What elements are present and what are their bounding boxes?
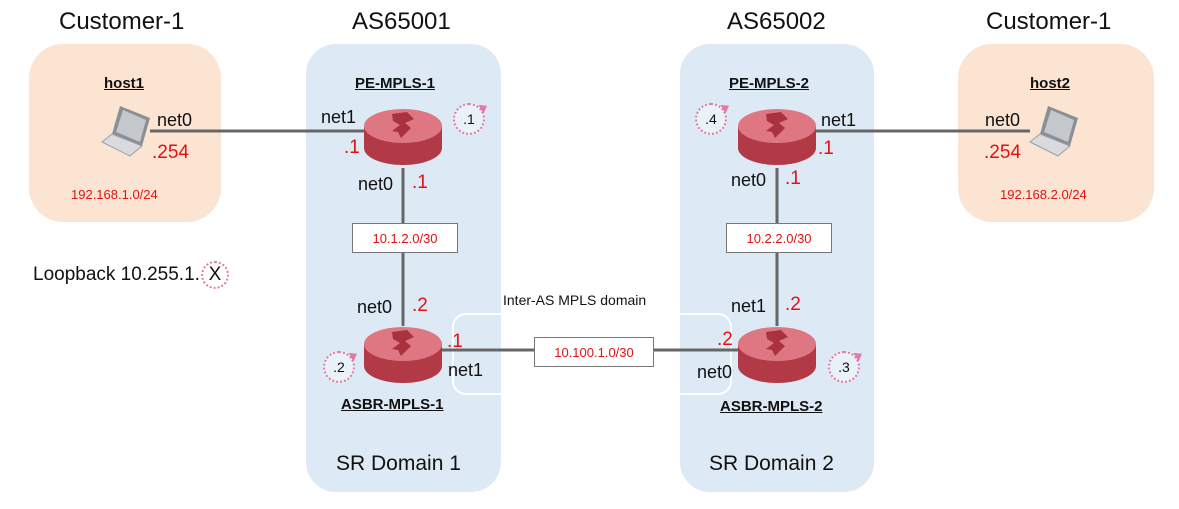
left-customer-title: Customer-1 <box>59 8 185 35</box>
router-icon[interactable] <box>736 322 818 388</box>
pe-mpls-2-loopback-badge: .4 <box>695 103 727 135</box>
as65001-title: AS65001 <box>352 8 451 35</box>
host1-label: host1 <box>104 75 145 92</box>
laptop-icon[interactable] <box>100 102 156 160</box>
pe-mpls-2-net0-label: net0 <box>731 170 767 190</box>
pe-mpls-1-net0-octet: .1 <box>412 172 428 193</box>
asbr-mpls-1-net0-octet: .2 <box>412 295 428 316</box>
asbr-mpls-2-net1-label: net1 <box>731 296 767 316</box>
inter-as-link-subnet: 10.100.1.0/30 <box>534 337 654 367</box>
asbr-mpls-1-net0-label: net0 <box>357 297 393 317</box>
host2-net0-octet: .254 <box>984 142 1021 163</box>
laptop-icon[interactable] <box>1028 102 1084 160</box>
pe-mpls-2-label: PE-MPLS-2 <box>729 75 810 92</box>
asbr-mpls-1-net1-octet: .1 <box>447 331 463 352</box>
pe-mpls-1-loopback-badge: .1 <box>453 103 485 135</box>
inter-as-domain-label: Inter-AS MPLS domain <box>503 292 647 308</box>
host2-label: host2 <box>1030 75 1071 92</box>
sr-domain-1-label: SR Domain 1 <box>336 452 461 475</box>
loopback-legend: Loopback 10.255.1. X <box>33 261 229 289</box>
asbr-mpls-1-net1-label: net1 <box>448 360 484 380</box>
host1-net0-octet: .254 <box>152 142 189 163</box>
host1-subnet: 192.168.1.0/24 <box>71 187 158 202</box>
asbr-mpls-2-label: ASBR-MPLS-2 <box>720 398 823 415</box>
asbr-mpls-2-net1-octet: .2 <box>785 294 801 315</box>
sr-domain-2-label: SR Domain 2 <box>709 452 834 475</box>
loopback-legend-x: X <box>208 264 222 285</box>
host2-net0-label: net0 <box>985 110 1021 130</box>
asbr-mpls-2-loopback-badge: .3 <box>828 351 860 383</box>
loopback-legend-text: Loopback 10.255.1. <box>33 264 200 285</box>
pe-mpls-1-label: PE-MPLS-1 <box>355 75 436 92</box>
loopback-legend-marker: X <box>200 261 229 289</box>
right-customer-title: Customer-1 <box>986 8 1112 35</box>
pe-mpls-1-net1-label: net1 <box>321 107 357 127</box>
router-icon[interactable] <box>736 104 818 170</box>
pe-mpls-1-net1-octet: .1 <box>344 137 360 158</box>
host2-subnet: 192.168.2.0/24 <box>1000 187 1087 202</box>
asbr-mpls-2-net0-label: net0 <box>697 362 733 382</box>
as65002-title: AS65002 <box>727 8 826 35</box>
asbr-mpls-1-label: ASBR-MPLS-1 <box>341 396 444 413</box>
as2-link-subnet: 10.2.2.0/30 <box>726 223 832 253</box>
pe-mpls-1-net0-label: net0 <box>358 174 394 194</box>
asbr-mpls-2-net0-octet: .2 <box>717 329 733 350</box>
pe-mpls-2-net1-label: net1 <box>821 110 857 130</box>
pe-mpls-2-net1-octet: .1 <box>818 138 834 159</box>
router-icon[interactable] <box>362 322 444 388</box>
router-icon[interactable] <box>362 104 444 170</box>
pe-mpls-2-net0-octet: .1 <box>785 168 801 189</box>
asbr-mpls-1-loopback-badge: .2 <box>323 351 355 383</box>
inter-as-domain-outline <box>452 313 732 395</box>
as1-link-subnet: 10.1.2.0/30 <box>352 223 458 253</box>
host1-net0-label: net0 <box>157 110 193 130</box>
